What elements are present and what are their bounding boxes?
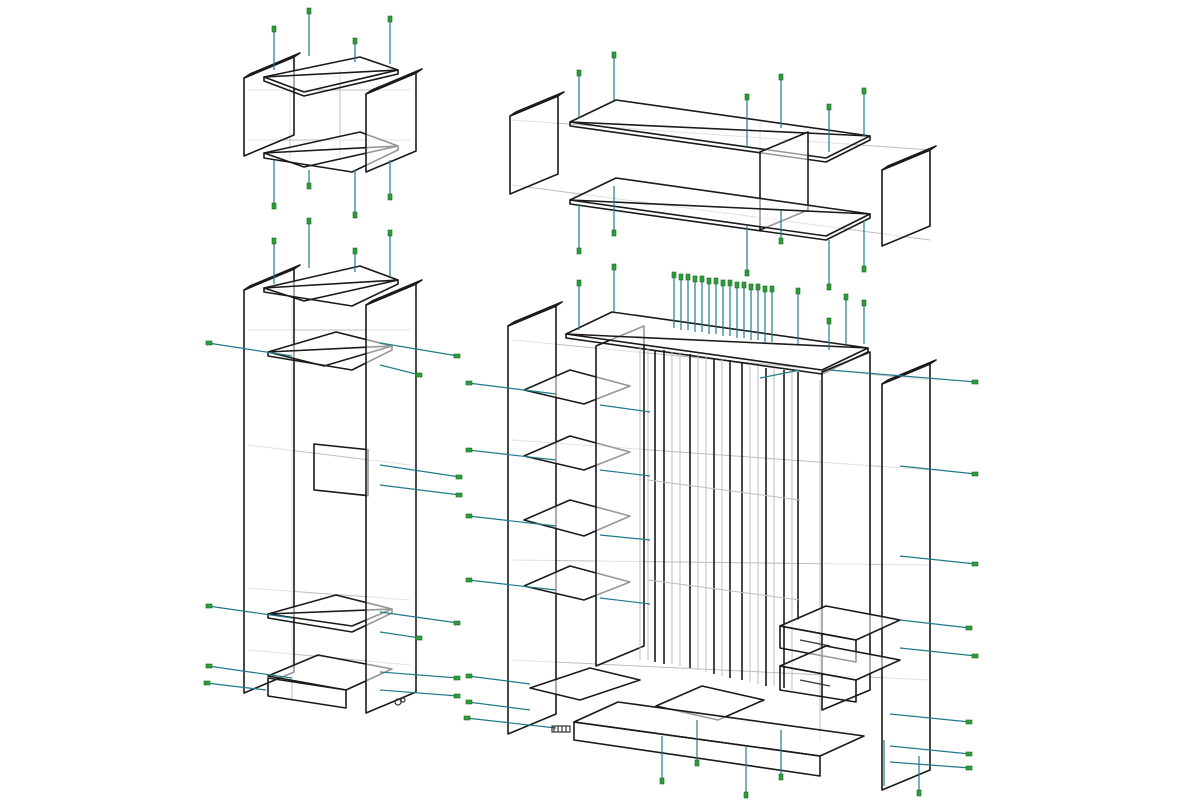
wide-top-box (509, 51, 937, 291)
wardrobe-side-fasteners (463, 369, 979, 771)
wardrobe-inner-divider (595, 325, 645, 667)
tall-cabinet-left-side (243, 268, 295, 694)
wardrobe-hardware-pack-icon (551, 725, 571, 733)
wardrobe-right-side-edge (881, 359, 937, 385)
small-box-right-side (365, 72, 417, 173)
wide-box-right-side-edge (881, 145, 937, 171)
wardrobe-drawer-lower (779, 645, 901, 703)
hardware-pack-icon (394, 697, 406, 706)
wide-box-left-side-edge (509, 91, 565, 117)
tall-narrow-cabinet (203, 217, 463, 714)
tall-cabinet-drawer-front (267, 677, 347, 709)
wardrobe-base-fasteners (659, 720, 922, 799)
wardrobe-back-slats (639, 346, 801, 690)
wardrobe-top-fasteners (576, 263, 867, 350)
tall-cabinet-back-plate (313, 443, 369, 497)
wardrobe-bottom-left-shelf (529, 667, 641, 701)
wardrobe-plinth-front (573, 721, 821, 777)
small-box-fasteners (271, 7, 393, 219)
wide-box-fasteners (576, 51, 867, 291)
tall-cabinet-fasteners (203, 217, 463, 699)
wide-box-top-panel-edge (569, 121, 871, 163)
small-box-left-side-edge (243, 52, 301, 79)
tall-cabinet-right-side-edge (365, 279, 423, 306)
wardrobe-left-side-edge (507, 301, 563, 327)
small-box-top-panel-edge (263, 69, 399, 97)
tall-cabinet-left-side-edge (243, 264, 301, 291)
wide-box-bottom-panel-edge (569, 199, 871, 241)
wardrobe-right-side (881, 363, 931, 791)
wide-wardrobe (463, 263, 979, 799)
wide-box-right-side (881, 149, 931, 247)
small-box-right-side-edge (365, 68, 423, 95)
small-top-box (243, 7, 423, 219)
tall-cabinet-top-panel-edge (263, 279, 399, 307)
